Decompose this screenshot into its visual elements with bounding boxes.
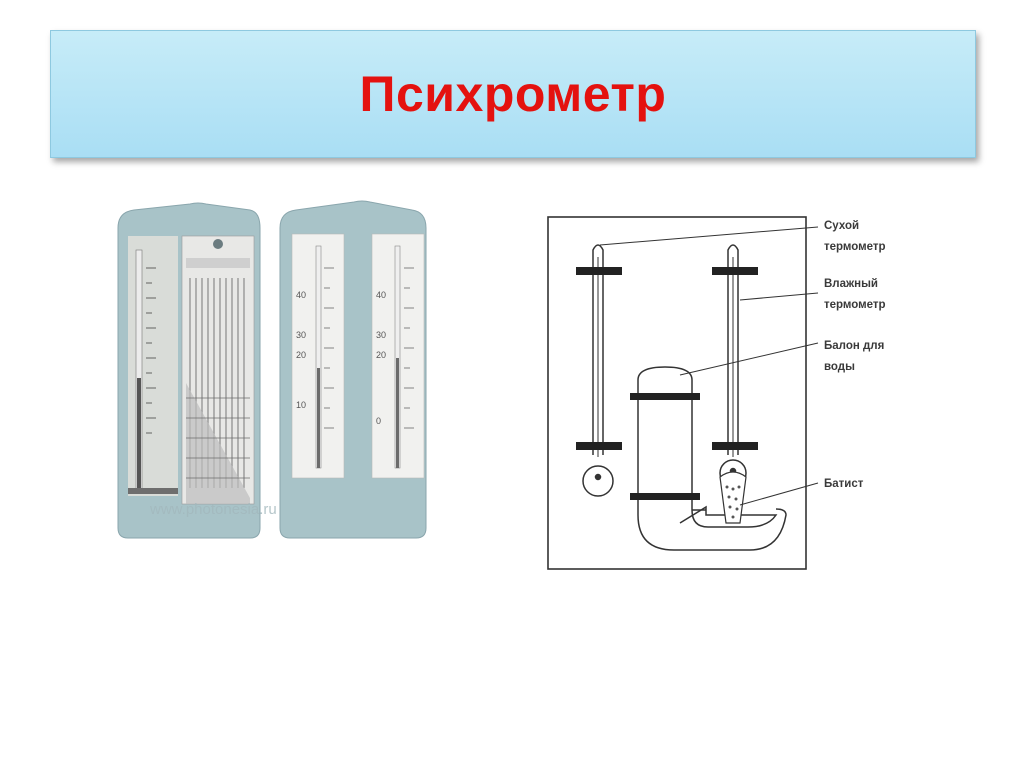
scale-label: 40 <box>296 290 306 300</box>
clamp <box>576 442 622 450</box>
clamp <box>630 393 700 400</box>
label-wet-thermometer-line1: Влажный <box>824 278 878 290</box>
pointer-line <box>739 292 819 301</box>
scale-label: 30 <box>296 330 306 340</box>
label-reservoir-line2: воды <box>824 361 855 373</box>
water-reservoir <box>637 366 787 551</box>
clamp <box>712 442 758 450</box>
photo-watermark: www.photonesia.ru <box>149 501 277 518</box>
slide-title: Психрометр <box>359 66 667 122</box>
scale-label: 40 <box>376 290 386 300</box>
scale-label: 30 <box>376 330 386 340</box>
scale-label: 20 <box>296 350 306 360</box>
label-reservoir-line1: Балон для <box>824 340 884 352</box>
left-psychrometer <box>117 202 261 539</box>
label-dry-thermometer-line1: Сухой <box>824 220 859 232</box>
clamp <box>712 267 758 275</box>
pointer-line <box>679 342 819 376</box>
pointer-line <box>739 482 819 506</box>
clamp <box>630 493 700 500</box>
scale-label: 20 <box>376 350 386 360</box>
pointer-line <box>599 226 819 246</box>
psychrometer-diagram: Сухой термометр Влажный термометр Балон … <box>547 216 886 570</box>
label-dry-thermometer-line2: термометр <box>824 241 886 253</box>
label-wick: Батист <box>824 478 864 490</box>
label-wet-thermometer-line2: термометр <box>824 299 886 311</box>
scale-numbers: 40 30 20 10 40 30 20 0 <box>296 290 386 426</box>
wick <box>719 471 747 524</box>
right-psychrometer: 40 30 20 10 40 30 20 0 <box>279 200 427 539</box>
clamp <box>576 267 622 275</box>
scale-label: 0 <box>376 416 381 426</box>
scale-label: 10 <box>296 400 306 410</box>
title-banner: Психрометр <box>50 30 976 158</box>
psychrometer-photo: 40 30 20 10 40 30 20 0 www.photonesia.ru <box>117 200 427 539</box>
dry-thermometer <box>582 244 614 497</box>
